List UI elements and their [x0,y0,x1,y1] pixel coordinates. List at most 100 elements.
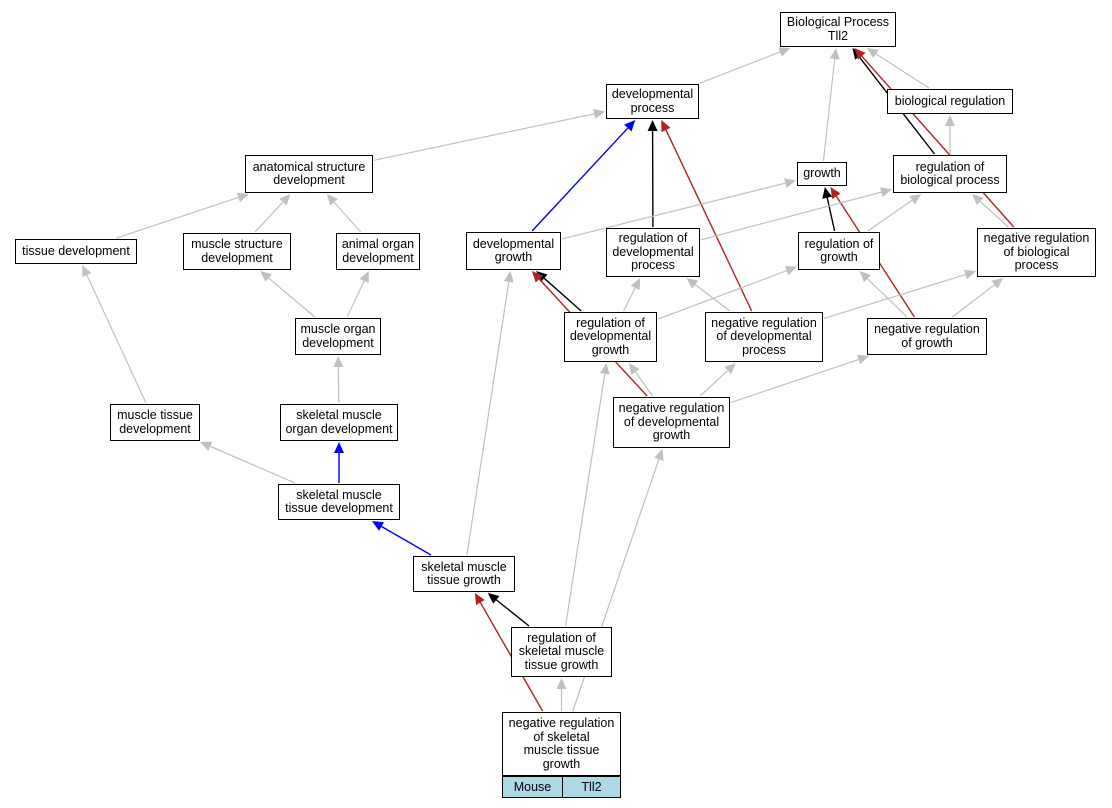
node-regulation-of-growth[interactable]: regulation of growth [798,232,880,270]
arrowhead-icon [972,194,984,206]
arrowhead-icon [334,442,344,453]
arrowhead-icon [866,48,879,59]
edge-regbio-to-bioreg [945,115,955,154]
node-muscle-tissue-development[interactable]: muscle tissue development [110,404,200,441]
node-developmental-process[interactable]: developmental process [606,84,699,119]
edge-smod-to-mod [333,356,344,404]
edge-line [381,525,432,556]
arrowhead-icon [784,266,797,276]
edge-negregdevgrowth-to-negreggrowth [730,354,870,404]
edge-line [657,270,787,320]
edge-mod-to-msd [260,271,316,318]
arrowhead-icon [236,192,249,203]
edge-line [333,201,362,233]
node-skeletal-muscle-organ-development[interactable]: skeletal muscle organ development [280,404,398,441]
arrowhead-icon [822,187,833,199]
node-regulation-of-developmental-growth[interactable]: regulation of developmental growth [564,312,657,362]
edge-smtd-to-mtd [200,441,296,484]
edge-regdevproc-to-regbio [700,187,892,241]
edge-reggrowth-to-regbio [867,194,922,232]
edge-tissuedev-to-asd [116,192,249,239]
arrowhead-icon [503,271,514,283]
edge-negregdevgrowth-to-negregdevproc [699,363,736,397]
arrowhead-icon [945,115,955,126]
edge-msd-to-asd [254,194,291,233]
arrowhead-icon [531,271,544,283]
arrowhead-icon [880,187,892,197]
edge-line [699,51,781,84]
edge-line [700,191,882,241]
arrowhead-icon [474,593,485,606]
edge-negregdevproc-to-devproc [661,120,753,312]
edge-bioreg-to-bp [866,48,930,89]
edge-line [254,201,284,233]
arrowhead-icon [661,120,671,133]
arrowhead-icon [629,363,640,375]
edge-smtd-to-smod [334,442,344,483]
arrowhead-icon [624,120,636,132]
edge-line [867,199,913,232]
node-regulation-of-skeletal-muscle-tissue-growth[interactable]: regulation of skeletal muscle tissue gro… [511,627,612,677]
edge-line [665,129,753,312]
edge-negregdevproc-to-negregbio [823,269,976,319]
arrowhead-icon [326,194,338,206]
node-animal-organ-development[interactable]: animal organ development [336,233,420,270]
node-negative-regulation-of-developmental-process[interactable]: negative regulation of developmental pro… [705,312,823,362]
node-regulation-of-developmental-process[interactable]: regulation of developmental process [606,228,700,277]
node-developmental-growth[interactable]: developmental growth [466,232,561,270]
edge-aod-to-asd [326,194,362,233]
arrowhead-icon [964,269,976,280]
node-muscle-structure-development[interactable]: muscle structure development [183,233,291,270]
arrowhead-icon [686,278,699,289]
node-growth[interactable]: growth [797,162,847,186]
edge-smtg-to-devgrowth [466,271,514,556]
edge-line [730,358,859,404]
edge-line [466,281,510,556]
node-skeletal-muscle-tissue-growth[interactable]: skeletal muscle tissue growth [413,556,515,592]
arrowhead-icon [991,278,1004,289]
edge-mod-to-aod [346,271,369,318]
edge-line [634,371,654,397]
arrowhead-icon [909,194,922,205]
node-anatomical-structure-development[interactable]: anatomical structure development [245,155,373,193]
edge-negreggrowth-to-negregbio [952,278,1004,318]
arrowhead-icon [647,120,658,132]
edge-regdevproc-to-devproc [647,120,658,228]
arrowhead-icon [593,108,605,119]
node-negative-regulation-of-growth[interactable]: negative regulation of growth [867,318,987,355]
node-tissue-development[interactable]: tissue development [15,239,137,264]
node-muscle-organ-development[interactable]: muscle organ development [295,318,381,355]
arrowhead-icon [630,278,641,291]
arrowhead-icon [359,271,369,284]
node-biological-regulation[interactable]: biological regulation [887,89,1013,114]
edge-line [543,277,582,312]
edge-negregsmtg-to-regsmtg [556,678,567,711]
edge-negregbio-to-bp [854,48,1015,228]
edge-line [373,113,595,161]
edge-line [116,196,239,239]
edge-line [623,287,636,312]
node-regulation-of-biological-process[interactable]: regulation of biological process [893,155,1007,193]
arrowhead-icon [556,678,567,689]
edge-line [875,53,930,89]
arrowhead-icon [859,271,871,283]
edge-negregbio-to-regbio [972,194,1009,228]
arrowhead-icon [82,265,92,278]
edge-smtg-to-smtd [371,521,432,556]
arrowhead-icon [200,441,213,451]
edge-line [86,274,147,404]
organism-tag: Mouse [502,776,563,798]
node-negative-regulation-of-developmental-growth[interactable]: negative regulation of developmental gro… [613,397,730,448]
edge-line [867,278,908,318]
node-negative-regulation-of-biological-process[interactable]: negative regulation of biological proces… [977,228,1096,277]
node-biological-process[interactable]: Biological Process Tll2 [780,12,896,47]
edge-line [346,280,365,318]
node-negative-regulation-of-skeletal-muscle-tissue-growth[interactable]: negative regulation of skeletal muscle t… [502,712,621,776]
node-skeletal-muscle-tissue-development[interactable]: skeletal muscle tissue development [278,484,400,520]
arrowhead-icon [654,449,664,462]
edge-line [952,284,995,318]
arrowhead-icon [487,593,500,604]
edge-growth-to-bp [822,48,840,162]
